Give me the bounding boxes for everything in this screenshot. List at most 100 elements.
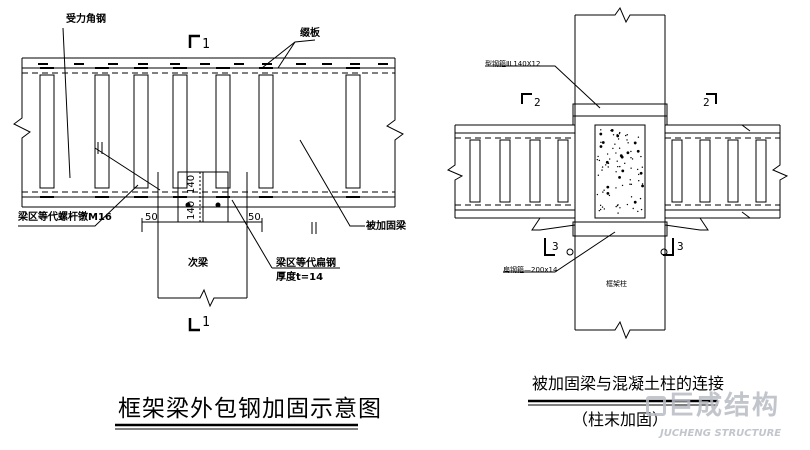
- section-mark-1-bottom: 1: [202, 315, 210, 330]
- left-title: 框架梁外包钢加固示意图: [118, 396, 382, 422]
- concrete-speckle: [641, 183, 644, 185]
- concrete-speckle: [599, 204, 602, 207]
- dim-50-left: 50: [145, 212, 158, 223]
- concrete-speckle: [633, 141, 637, 145]
- concrete-speckle: [600, 141, 602, 144]
- concrete-speckle: [629, 183, 631, 185]
- concrete-speckle: [619, 131, 621, 134]
- concrete-speckle: [599, 132, 603, 136]
- concrete-speckle: [617, 212, 619, 214]
- concrete-speckle: [639, 197, 642, 200]
- label-batten: 缀板: [300, 28, 320, 39]
- section-mark-2-right: 2: [703, 96, 710, 109]
- concrete-speckle: [631, 158, 634, 160]
- concrete-speckle: [640, 208, 643, 211]
- concrete-speckle: [601, 141, 605, 144]
- left-beam-elevation: [13, 27, 404, 430]
- concrete-speckle: [612, 147, 614, 150]
- concrete-speckle: [619, 207, 621, 209]
- concrete-speckle: [601, 169, 603, 171]
- label-flat-steel-line2: 厚度t=14: [276, 272, 324, 283]
- concrete-speckle: [630, 196, 633, 198]
- concrete-speckle: [637, 210, 639, 213]
- concrete-speckle: [619, 154, 623, 158]
- concrete-speckle: [616, 204, 619, 207]
- concrete-speckle: [615, 187, 617, 189]
- concrete-speckle: [615, 152, 617, 154]
- label-reinforced-beam: 被加固梁: [366, 221, 406, 232]
- concrete-speckle: [621, 184, 624, 187]
- concrete-speckle: [603, 208, 606, 210]
- concrete-speckle: [601, 206, 604, 208]
- concrete-speckle: [640, 155, 642, 158]
- concrete-speckle: [607, 192, 609, 194]
- concrete-speckle: [626, 151, 630, 155]
- concrete-speckle: [627, 142, 629, 144]
- concrete-speckle: [637, 173, 640, 176]
- concrete-speckle: [641, 184, 644, 188]
- concrete-speckle: [599, 208, 602, 211]
- concrete-speckle: [614, 143, 616, 145]
- concrete-speckle: [624, 162, 626, 165]
- concrete-speckle: [606, 153, 609, 155]
- concrete-speckle: [615, 205, 617, 208]
- dim-140-bottom: 140: [186, 200, 197, 220]
- concrete-speckle: [618, 175, 621, 179]
- concrete-speckle: [616, 160, 618, 162]
- label-bolt: 梁区等代螺杆镦M16: [18, 212, 112, 223]
- concrete-speckle: [607, 166, 609, 168]
- concrete-speckle: [636, 168, 639, 171]
- concrete-speckle: [603, 189, 605, 191]
- right-title-line2: （柱末加固）: [572, 410, 669, 429]
- concrete-speckle: [630, 183, 633, 186]
- concrete-speckle: [621, 169, 625, 173]
- concrete-speckle: [598, 159, 601, 162]
- section-mark-3-left: 3: [552, 240, 559, 253]
- label-angle-steel: 受力角钢: [66, 14, 106, 25]
- concrete-speckle: [619, 165, 621, 168]
- concrete-speckle: [639, 171, 643, 175]
- watermark-en: JUCHENG STRUCTURE: [660, 428, 782, 439]
- concrete-speckle: [633, 200, 637, 204]
- concrete-speckle: [618, 132, 621, 135]
- concrete-speckle: [632, 207, 634, 210]
- concrete-speckle: [626, 134, 628, 136]
- label-frame-column: 框架柱: [606, 280, 627, 288]
- right-column-joint: [446, 6, 789, 406]
- label-secondary-beam: 次梁: [188, 258, 208, 269]
- label-angle-collar: 型钢箍ⅡL140X12: [485, 60, 541, 68]
- concrete-speckle: [598, 209, 601, 212]
- label-flat-steel-line1: 梁区等代扁钢: [276, 258, 336, 269]
- concrete-speckle: [610, 129, 614, 132]
- concrete-speckle: [634, 142, 636, 145]
- concrete-speckle: [617, 138, 620, 140]
- concrete-speckle: [616, 133, 618, 136]
- concrete-speckle: [612, 134, 615, 136]
- concrete-speckle: [597, 155, 599, 158]
- concrete-speckle: [615, 171, 617, 173]
- section-mark-2-left: 2: [534, 96, 541, 109]
- right-title-line1: 被加固梁与混凝土柱的连接: [532, 374, 725, 393]
- concrete-speckle: [638, 180, 640, 182]
- section-mark-3-right: 3: [677, 240, 684, 253]
- concrete-speckle: [625, 134, 627, 137]
- concrete-speckle: [608, 194, 611, 197]
- concrete-speckle: [600, 129, 602, 131]
- concrete-speckle: [626, 139, 628, 141]
- dim-140-top: 140: [186, 174, 197, 194]
- concrete-speckle: [616, 135, 618, 137]
- concrete-speckle: [636, 149, 640, 153]
- concrete-speckle: [606, 185, 610, 189]
- concrete-speckle: [630, 167, 632, 169]
- concrete-speckle: [629, 179, 632, 181]
- concrete-speckle: [618, 147, 621, 149]
- concrete-speckle: [630, 150, 632, 153]
- concrete-speckle: [596, 193, 599, 196]
- dim-50-right: 50: [248, 212, 261, 223]
- section-mark-1-top: 1: [202, 37, 210, 52]
- concrete-speckle: [605, 160, 609, 164]
- concrete-speckle: [605, 164, 607, 166]
- concrete-speckle: [630, 157, 632, 159]
